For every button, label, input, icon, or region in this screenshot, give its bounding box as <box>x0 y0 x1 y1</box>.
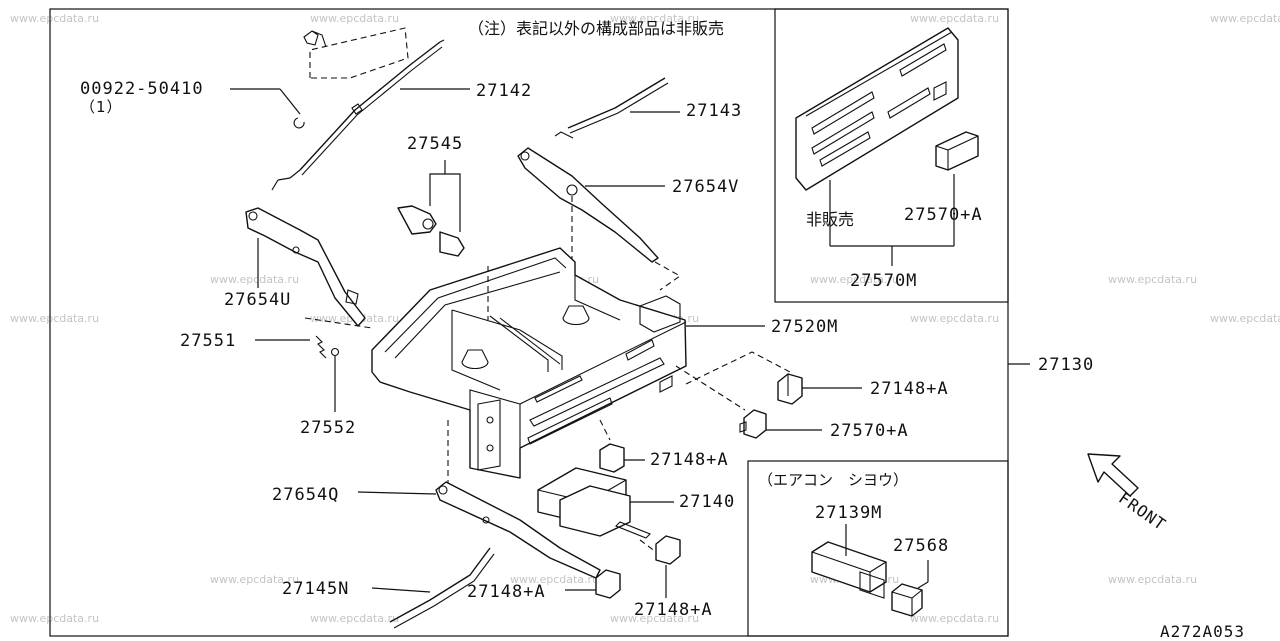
part-label-27148A: 27148+A <box>467 582 546 602</box>
part-label-27148A: 27148+A <box>634 600 713 620</box>
watermark: www.epcdata.ru <box>1108 573 1198 586</box>
part-label-27551: 27551 <box>180 331 237 351</box>
watermark: www.epcdata.ru <box>310 612 400 625</box>
part-label-27654V: 27654V <box>672 177 740 197</box>
knob-27568 <box>891 560 929 617</box>
knob-27148A-2 <box>599 443 645 473</box>
part-label-27654U: 27654U <box>224 290 292 310</box>
knob-27570A <box>739 409 822 439</box>
part-quantity-00922-50410: （1） <box>80 98 123 116</box>
part-label-27654Q: 27654Q <box>272 485 340 505</box>
part-label-27148A: 27148+A <box>650 450 729 470</box>
watermark: www.epcdata.ru <box>910 612 1000 625</box>
part-label-27148A: 27148+A <box>870 379 949 399</box>
part-label-27552: 27552 <box>300 418 357 438</box>
part-label-27570M: 27570M <box>850 271 918 291</box>
watermark: www.epcdata.ru <box>10 12 100 25</box>
part-label-27545: 27545 <box>407 134 464 154</box>
faceplate-27570M <box>795 27 959 266</box>
watermark: www.epcdata.ru <box>610 12 700 25</box>
not-sold-label: 非販売 <box>806 210 855 229</box>
knob-27148A-4 <box>639 535 681 598</box>
part-label-27140: 27140 <box>679 492 736 512</box>
part-label-27142: 27142 <box>476 81 533 101</box>
watermark: www.epcdata.ru <box>510 573 600 586</box>
part-label-00922-50410: 00922-50410 <box>80 79 204 99</box>
watermark: www.epcdata.ru <box>10 312 100 325</box>
bulb-27545 <box>397 160 465 257</box>
lever-27654Q <box>357 481 601 579</box>
parts-note: （注）表記以外の構成部品は非販売 <box>468 19 725 38</box>
knob-27570A-inset <box>935 131 979 171</box>
knob-27148A-3 <box>565 569 621 599</box>
inset-frame-top <box>774 8 1009 303</box>
cable-27143 <box>554 77 680 139</box>
part-label-27145N: 27145N <box>282 579 350 599</box>
watermark: www.epcdata.ru <box>210 273 300 286</box>
part-label-27568: 27568 <box>893 536 950 556</box>
watermark: www.epcdata.ru <box>810 273 900 286</box>
watermark: www.epcdata.ru <box>610 612 700 625</box>
watermark: www.epcdata.ru <box>1108 273 1198 286</box>
part-label-27143: 27143 <box>686 101 743 121</box>
watermark: www.epcdata.ru <box>210 573 300 586</box>
watermark: www.epcdata.ru <box>1210 312 1280 325</box>
cable-27145N <box>371 547 495 629</box>
diagram-frame <box>49 8 1009 637</box>
part-label-27570A-inset: 27570+A <box>904 205 983 225</box>
part-label-27139M: 27139M <box>815 503 883 523</box>
watermark: www.epcdata.ru <box>10 612 100 625</box>
spring-27551 <box>255 335 327 359</box>
watermark: www.epcdata.ru <box>910 12 1000 25</box>
switch-27139M <box>811 524 887 599</box>
part-label-27570A: 27570+A <box>830 421 909 441</box>
inset-frame-bottom <box>747 460 1009 637</box>
switch-27140 <box>537 467 674 539</box>
knob-27148A-1 <box>777 373 862 405</box>
cable-27142 <box>230 27 470 191</box>
watermark: www.epcdata.ru <box>310 12 400 25</box>
front-arrow <box>1087 453 1139 497</box>
washer-27552 <box>330 347 340 412</box>
control-housing-27520M <box>371 247 791 488</box>
diagram-code: A272A053 <box>1160 622 1246 641</box>
watermark: www.epcdata.ru <box>910 312 1000 325</box>
aircon-spec-title: （エアコン シヨウ） <box>758 471 909 489</box>
watermark: www.epcdata.ru <box>1210 12 1280 25</box>
part-label-27520M: 27520M <box>771 317 839 337</box>
part-label-27130: 27130 <box>1038 355 1095 375</box>
